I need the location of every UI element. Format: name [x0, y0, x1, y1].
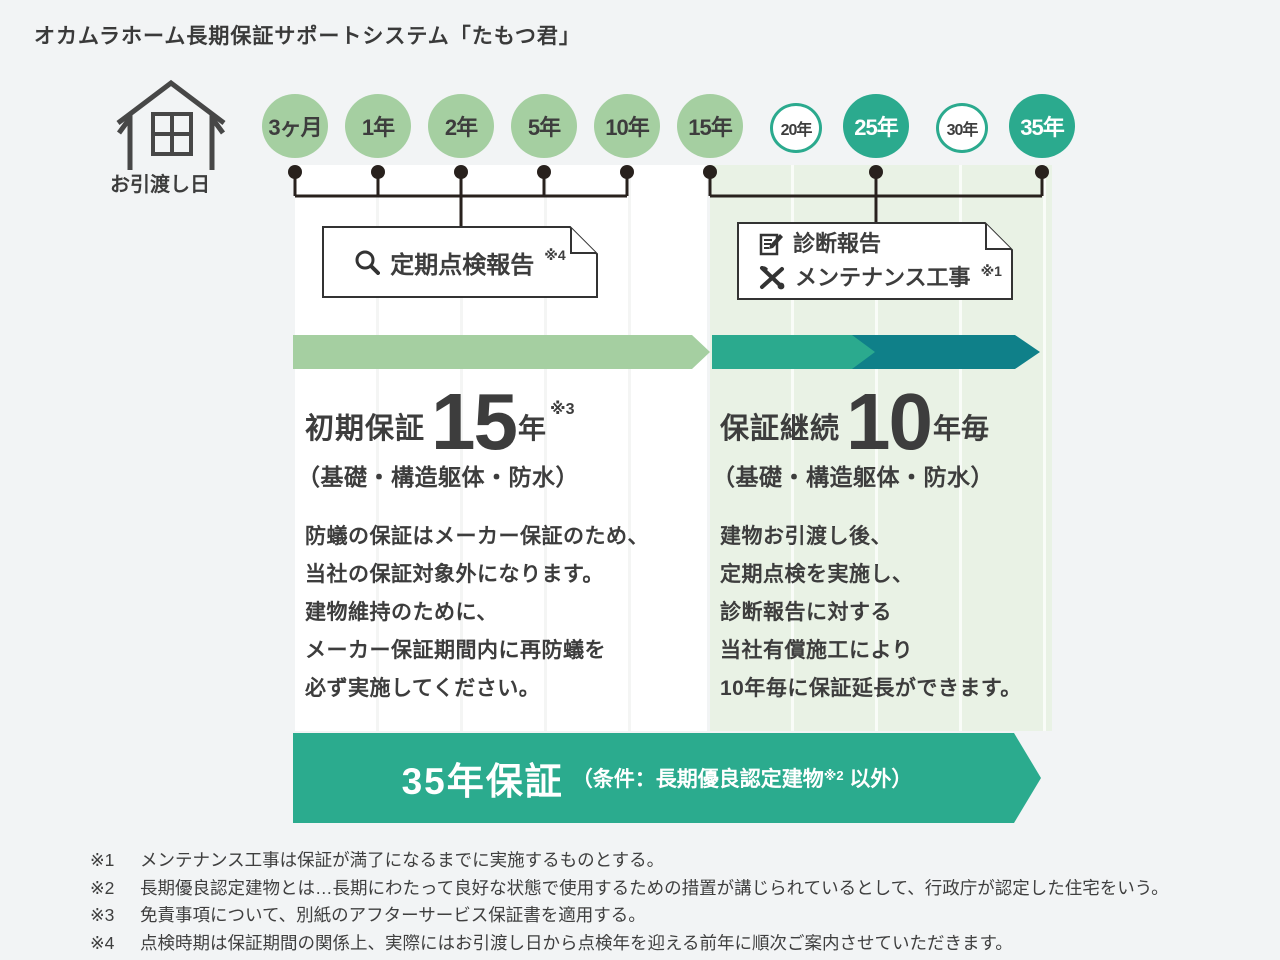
warranty-period-arrows: [293, 335, 1040, 369]
milestone-30years: 30年: [936, 103, 988, 153]
tools-icon: [760, 266, 785, 290]
initial-warranty-description: 防蟻の保証はメーカー保証のため、 当社の保証対象外になります。 建物維持のために…: [305, 518, 649, 708]
footnote-4: ※4 点検時期は保証期間の関係上、実際にはお引渡し日から点検年を迎える前年に順次…: [90, 930, 1250, 958]
milestone-1year: 1年: [345, 94, 411, 158]
document-shape: [322, 226, 598, 298]
initial-warranty-years: 15: [431, 377, 518, 466]
description-line: メーカー保証期間内に再防蟻を: [305, 639, 606, 662]
continued-warranty-scope: （基礎・構造躯体・防水）: [712, 464, 994, 490]
footnote-text: メンテナンス工事は保証が満了になるまでに実施するものとする。: [140, 850, 665, 870]
condition-suffix: 以外）: [843, 768, 913, 791]
total-warranty-banner: 35年保証 （条件：長期優良認定建物※2 以外）: [293, 733, 1041, 823]
footnote-mark: ※1: [90, 850, 115, 870]
milestone-15years: 15年: [677, 94, 743, 158]
footnote-2: ※2 長期優良認定建物とは…長期にわたって良好な状態で使用するための措置が講じら…: [90, 875, 1250, 903]
milestone-10years: 10年: [594, 94, 660, 158]
milestone-20years: 20年: [770, 103, 822, 153]
description-line: 定期点検を実施し、: [720, 563, 914, 586]
milestone-3months: 3ヶ月: [262, 94, 328, 158]
footnote-mark: ※2: [90, 877, 115, 898]
initial-warranty-unit: 年: [518, 413, 547, 445]
description-line: 10年毎に保証延長ができます。: [720, 677, 1022, 700]
description-line: 必ず実施してください。: [305, 677, 541, 700]
maintenance-work-footnote-ref: ※1: [980, 263, 1002, 279]
initial-warranty-scope: （基礎・構造躯体・防水）: [297, 464, 579, 490]
house-icon: [116, 79, 226, 170]
page-title: オカムラホーム長期保証サポートシステム「たもつ君」: [34, 25, 581, 48]
inspection-report-label: 定期点検報告: [390, 251, 535, 279]
milestone-25years: 25年: [843, 94, 909, 158]
condition-prefix: （条件：長期優良認定建物: [571, 768, 824, 791]
footnotes: ※1 メンテナンス工事は保証が満了になるまでに実施するものとする。 ※2 長期優…: [90, 847, 1250, 957]
description-line: 建物維持のために、: [305, 601, 498, 624]
footnote-3: ※3 免責事項について、別紙のアフターサービス保証書を適用する。: [90, 902, 1250, 930]
initial-warranty-footnote-ref: ※3: [550, 401, 575, 419]
total-warranty-condition: （条件：長期優良認定建物※2 以外）: [572, 763, 913, 793]
milestone-35years: 35年: [1009, 94, 1075, 158]
footnote-mark: ※4: [90, 932, 115, 953]
inspection-report-footnote-ref: ※4: [544, 246, 566, 263]
initial-period-arrow: [293, 335, 710, 369]
diagnosis-report-label: 診断報告: [793, 231, 882, 256]
description-line: 診断報告に対する: [720, 601, 892, 624]
continued-warranty-unit: 年毎: [933, 413, 990, 445]
maintenance-work-label: メンテナンス工事: [795, 265, 971, 290]
extended-period-arrow-dark: [840, 335, 1040, 369]
description-line: 当社有償施工により: [720, 639, 914, 662]
search-icon: [355, 250, 381, 275]
footnote-text: 点検時期は保証期間の関係上、実際にはお引渡し日から点検年を迎える前年に順次ご案内…: [140, 932, 1013, 953]
footnote-text: 長期優良認定建物とは…長期にわたって良好な状態で使用するための措置が講じられてい…: [140, 877, 1169, 898]
handover-date-label: お引渡し日: [110, 174, 210, 196]
inspection-report-card: 定期点検報告 ※4: [322, 226, 598, 298]
extended-period-arrow: [712, 335, 875, 369]
milestone-2years: 2年: [428, 94, 494, 158]
diagnosis-maintenance-card: 診断報告 メンテナンス工事 ※1: [737, 222, 1013, 300]
description-line: 建物お引渡し後、: [720, 525, 892, 548]
continued-warranty-description: 建物お引渡し後、 定期点検を実施し、 診断報告に対する 当社有償施工により 10…: [720, 518, 1022, 708]
initial-warranty-heading: 初期保証 15 年 ※3: [305, 377, 575, 466]
initial-warranty-panel: [295, 165, 707, 731]
total-warranty-label: 35年保証: [401, 761, 564, 802]
report-pencil-icon: [759, 233, 783, 256]
document-shape: [737, 222, 1013, 300]
footnote-text: 免責事項について、別紙のアフターサービス保証書を適用する。: [140, 905, 646, 925]
footnote-mark: ※3: [90, 905, 115, 925]
footnote-1: ※1 メンテナンス工事は保証が満了になるまでに実施するものとする。: [90, 847, 1250, 875]
initial-warranty-label: 初期保証: [305, 413, 426, 446]
continued-warranty-label: 保証継続: [720, 413, 841, 446]
description-line: 当社の保証対象外になります。: [305, 563, 604, 586]
condition-footnote-ref: ※2: [823, 768, 844, 783]
description-line: 防蟻の保証はメーカー保証のため、: [305, 525, 649, 548]
milestone-5years: 5年: [511, 94, 577, 158]
continued-warranty-years: 10: [846, 377, 933, 466]
continued-warranty-heading: 保証継続 10 年毎: [720, 377, 990, 466]
